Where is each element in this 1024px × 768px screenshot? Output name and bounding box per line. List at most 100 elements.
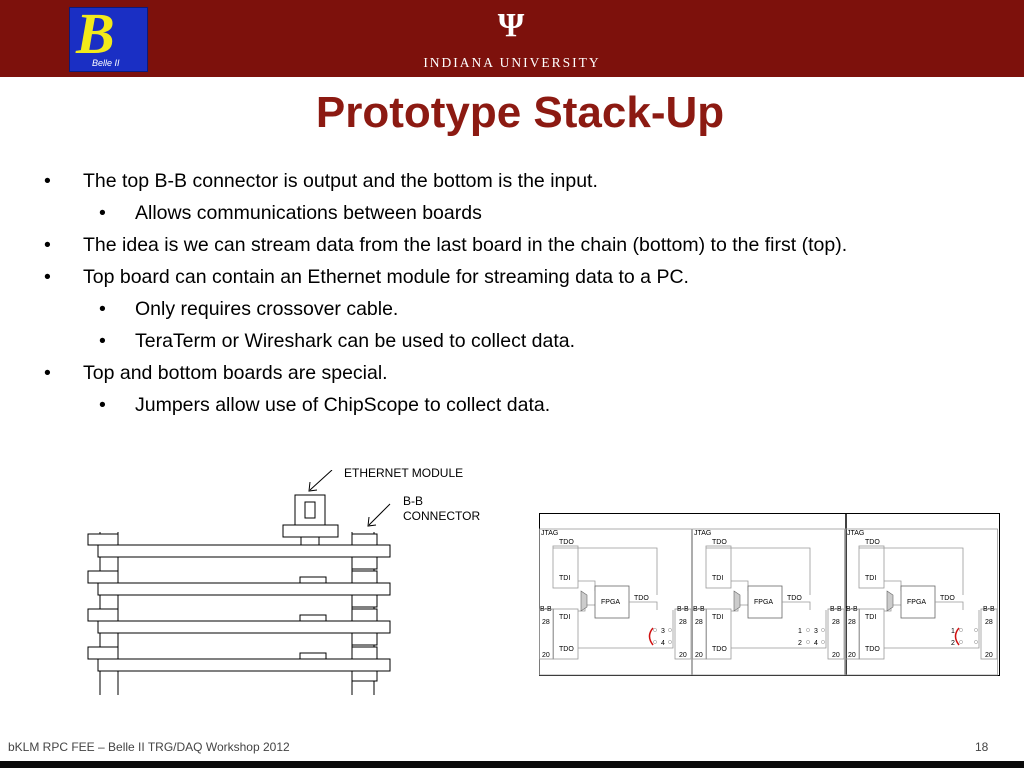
fpga-label: FPGA bbox=[601, 599, 620, 606]
bullet-item: • Allows communications between boards bbox=[0, 200, 960, 226]
jtag-label: JTAG bbox=[541, 530, 558, 537]
board-panel: JTAGTDOTDIFPGATDOTDITDOB-B2820B-B2820123… bbox=[692, 528, 845, 676]
jumper-2: 2 bbox=[798, 640, 802, 647]
board-3 bbox=[97, 620, 391, 634]
bb-left-label: B-B bbox=[693, 606, 705, 613]
bullet-item: • The idea is we can stream data from the… bbox=[0, 232, 960, 258]
jtag-label: JTAG bbox=[694, 530, 711, 537]
pin-20-right: 20 bbox=[832, 652, 840, 659]
iu-trident-icon: Ψ bbox=[497, 7, 525, 44]
bullet-list: • The top B-B connector is output and the… bbox=[0, 168, 960, 424]
ethernet-arrow bbox=[309, 470, 333, 491]
bb-left-label: B-B bbox=[846, 606, 858, 613]
bullet-text: The top B-B connector is output and the … bbox=[83, 170, 598, 192]
bb-right-label: B-B bbox=[983, 606, 995, 613]
top-right-connector bbox=[351, 533, 378, 546]
bb-left-label: B-B bbox=[540, 606, 552, 613]
university-name: INDIANA UNIVERSITY bbox=[423, 55, 601, 70]
jumper-1: 1 bbox=[798, 628, 802, 635]
fpga-label: FPGA bbox=[754, 599, 773, 606]
bullet-dot: • bbox=[44, 362, 51, 384]
top-left-connector bbox=[87, 533, 119, 546]
pin-20-right: 20 bbox=[679, 652, 687, 659]
tdo-label: TDO bbox=[712, 539, 727, 546]
bullet-text: TeraTerm or Wireshark can be used to col… bbox=[135, 330, 576, 352]
bullet-item: •The top B-B connector is output and the… bbox=[0, 168, 960, 194]
tdi-label: TDI bbox=[865, 575, 876, 582]
bullet-item: • Only requires crossover cable. bbox=[0, 296, 960, 322]
bullet-item: •Top board can contain an Ethernet modul… bbox=[0, 264, 960, 290]
ethernet-module-stub bbox=[300, 536, 320, 546]
tdi-label: TDI bbox=[712, 575, 723, 582]
pin-20-right: 20 bbox=[985, 652, 993, 659]
tdi-in-label: TDI bbox=[712, 614, 723, 621]
bullet-item: • TeraTerm or Wireshark can be used to co… bbox=[0, 328, 960, 354]
bullet-dot: • bbox=[99, 202, 106, 224]
pin-28-left: 28 bbox=[542, 619, 550, 626]
bullet-dot: • bbox=[99, 298, 106, 320]
ethernet-module-port bbox=[304, 501, 316, 519]
tdi-in-label: TDI bbox=[865, 614, 876, 621]
tdo-label: TDO bbox=[865, 539, 880, 546]
belle-logo-subtitle: Belle II bbox=[92, 58, 120, 68]
board-1 bbox=[97, 544, 391, 558]
header-banner: B Belle II Ψ INDIANA UNIVERSITY bbox=[0, 0, 1024, 77]
bullet-text: Top board can contain an Ethernet module… bbox=[83, 266, 689, 288]
pin-20-left: 20 bbox=[695, 652, 703, 659]
stack-up-diagram bbox=[87, 470, 391, 695]
jumper-4: 4 bbox=[814, 640, 818, 647]
pin-20-left: 20 bbox=[848, 652, 856, 659]
bullet-text: Jumpers allow use of ChipScope to collec… bbox=[135, 394, 551, 416]
pin-28-left: 28 bbox=[695, 619, 703, 626]
bb-arrow bbox=[368, 503, 391, 526]
footer-text: bKLM RPC FEE – Belle II TRG/DAQ Workshop… bbox=[8, 740, 290, 754]
tdo-out-label: TDO bbox=[787, 595, 802, 602]
bullet-text: Only requires crossover cable. bbox=[135, 298, 399, 320]
pin-28-right: 28 bbox=[679, 619, 687, 626]
board-4 bbox=[97, 658, 391, 672]
bullet-dot: • bbox=[44, 234, 51, 256]
bullet-text: Top and bottom boards are special. bbox=[83, 362, 388, 384]
tdo-bottom-label: TDO bbox=[712, 646, 727, 653]
tdo-out-label: TDO bbox=[940, 595, 955, 602]
bullet-dot: • bbox=[99, 330, 106, 352]
jumper-1: 1 bbox=[951, 628, 955, 635]
jumper-link-icon bbox=[648, 627, 654, 646]
bb-connector-label-line2: CONNECTOR bbox=[403, 509, 481, 523]
bullet-item: • Top and bottom boards are special. bbox=[0, 360, 960, 386]
board-2 bbox=[97, 582, 391, 596]
slide-title: Prototype Stack-Up bbox=[315, 88, 725, 137]
tdo-out-label: TDO bbox=[634, 595, 649, 602]
tdo-bottom-label: TDO bbox=[865, 646, 880, 653]
jumper-2: 2 bbox=[951, 640, 955, 647]
ethernet-module-base bbox=[282, 524, 339, 538]
bb-right-label: B-B bbox=[830, 606, 842, 613]
bullet-dot: • bbox=[99, 394, 106, 416]
bottom-bar bbox=[0, 761, 1024, 768]
jtag-label: JTAG bbox=[847, 530, 864, 537]
pin-28-right: 28 bbox=[832, 619, 840, 626]
jtag-chain-schematic: JTAGTDOTDIFPGATDOTDITDOB-B2820B-B282034J… bbox=[539, 513, 1000, 676]
bb-connector-label-line1: B-B bbox=[403, 494, 424, 508]
tdo-label: TDO bbox=[559, 539, 574, 546]
tdi-in-label: TDI bbox=[559, 614, 570, 621]
tdo-bottom-label: TDO bbox=[559, 646, 574, 653]
pin-28-left: 28 bbox=[848, 619, 856, 626]
bb-arrow-head bbox=[367, 516, 377, 527]
belle-logo-letter: B bbox=[76, 1, 115, 66]
belle-ii-logo: B Belle II bbox=[69, 1, 148, 72]
jumper-3: 3 bbox=[814, 628, 818, 635]
bullet-text: The idea is we can stream data from the … bbox=[83, 234, 848, 256]
pin-28-right: 28 bbox=[985, 619, 993, 626]
fpga-label: FPGA bbox=[907, 599, 926, 606]
bullet-item: • Jumpers allow use of ChipScope to colle… bbox=[0, 392, 960, 418]
jumper-4: 4 bbox=[661, 640, 665, 647]
page-number: 18 bbox=[975, 740, 989, 754]
bullet-text: Allows communications between boards bbox=[135, 202, 482, 224]
ethernet-module-label: ETHERNET MODULE bbox=[344, 466, 464, 480]
jumper-link-icon bbox=[954, 627, 960, 646]
jumper-3: 3 bbox=[661, 628, 665, 635]
pin-20-left: 20 bbox=[542, 652, 550, 659]
